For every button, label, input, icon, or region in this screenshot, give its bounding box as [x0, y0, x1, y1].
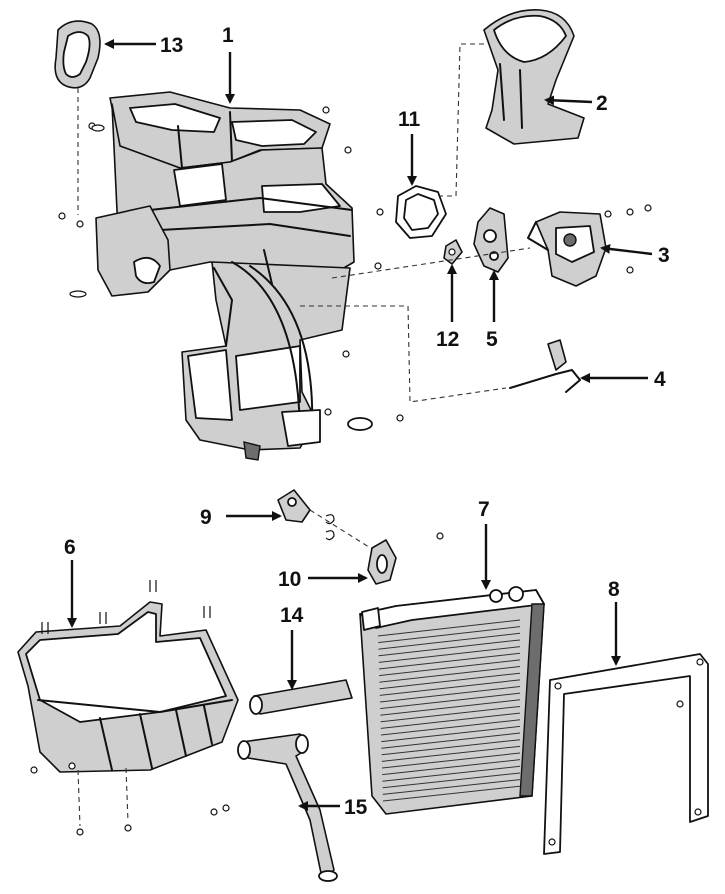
- evaporator-fin: [380, 705, 521, 723]
- evaporator-fin: [378, 639, 521, 657]
- part-11-gasket: [395, 185, 447, 239]
- evaporator-fin: [379, 679, 521, 696]
- evaporator-fin: [379, 686, 521, 703]
- part-2-inlet-duct: [440, 9, 585, 197]
- evaporator-fin: [382, 759, 521, 776]
- evaporator-fin: [380, 712, 521, 729]
- evaporator-fin: [381, 725, 521, 743]
- callout-labels: 13 1 2 11 3 4 12 5 6 7 8 9 10 14 15: [64, 24, 670, 819]
- callout-arrows: [67, 39, 653, 811]
- evaporator-fin: [381, 752, 521, 769]
- callout-2: 2: [596, 92, 608, 115]
- callout-6: 6: [64, 536, 76, 559]
- part-8-frame: [543, 653, 709, 855]
- evaporator-fin: [380, 692, 521, 710]
- part-14-hose: [249, 679, 353, 715]
- callout-15: 15: [344, 796, 368, 819]
- part-3-actuator: [331, 204, 652, 287]
- part-9-bracket: [277, 489, 381, 555]
- evaporator-fin: [379, 659, 521, 677]
- evaporator-fin: [380, 699, 521, 716]
- evaporator-fin: [382, 765, 521, 782]
- callout-4: 4: [654, 368, 666, 391]
- evaporator-fin: [379, 666, 521, 683]
- part-6-lower-case: [17, 580, 239, 836]
- evaporator-fin: [378, 646, 521, 663]
- callout-7: 7: [478, 498, 490, 521]
- evaporator-fin: [381, 732, 521, 749]
- evaporator-fin: [381, 739, 521, 756]
- callout-14: 14: [280, 604, 304, 627]
- part-4-sensor-cable: [300, 305, 581, 403]
- part-1-heater-housing: [95, 91, 355, 461]
- callout-13: 13: [160, 34, 183, 57]
- case-screws: [30, 762, 230, 836]
- part-5-cover-plate: [473, 207, 509, 273]
- callout-8: 8: [608, 578, 620, 601]
- evaporator-fin: [382, 779, 521, 795]
- evaporator-fin: [379, 672, 521, 690]
- evaporator-fin: [381, 745, 521, 762]
- part-7-evaporator-core: [359, 586, 545, 815]
- callout-9: 9: [200, 506, 212, 529]
- part-15-drain-tube: [237, 733, 338, 882]
- evaporator-fin: [378, 652, 521, 670]
- part-10-grommet: [367, 532, 444, 585]
- callout-3: 3: [658, 244, 670, 267]
- evaporator-fin: [382, 772, 521, 789]
- evaporator-fin: [378, 626, 521, 644]
- evaporator-fin: [378, 632, 521, 650]
- housing-screws: [58, 106, 404, 431]
- callout-10: 10: [278, 568, 301, 591]
- evaporator-fin: [382, 785, 521, 802]
- part-12-clip: [443, 239, 463, 265]
- evaporator-fin: [380, 719, 521, 736]
- callout-5: 5: [486, 328, 498, 351]
- callout-1: 1: [222, 24, 234, 47]
- part-13-seal-ring: [54, 20, 101, 215]
- callout-11: 11: [398, 108, 421, 131]
- callout-12: 12: [436, 328, 459, 351]
- evaporator-fin: [377, 619, 521, 637]
